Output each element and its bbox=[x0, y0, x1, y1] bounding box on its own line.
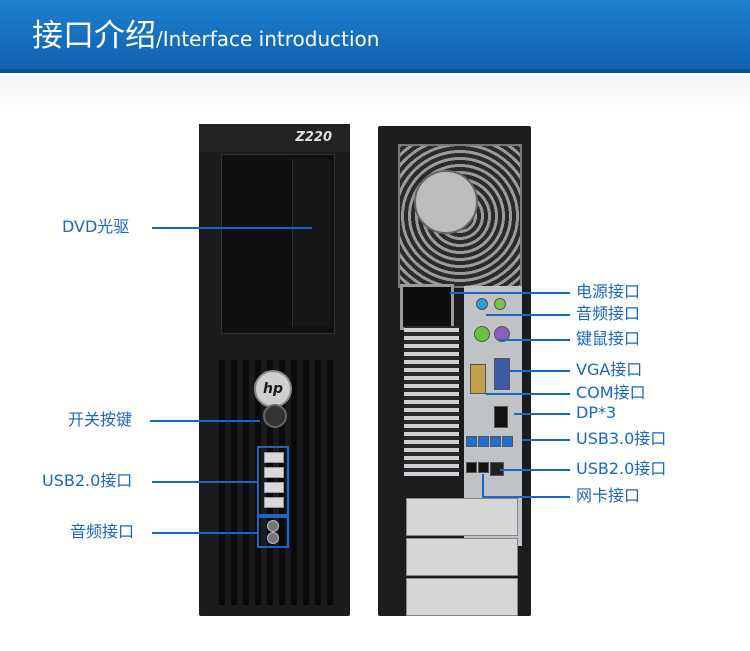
page-title-en: Interface introduction bbox=[162, 27, 380, 51]
callout-power-supply: 电源接口 bbox=[576, 282, 641, 301]
audio-jack bbox=[267, 532, 279, 544]
callout-vga: VGA接口 bbox=[576, 360, 643, 379]
vga-port bbox=[494, 358, 510, 390]
callout-line-usb2 bbox=[500, 469, 570, 471]
front-top-panel bbox=[199, 124, 350, 152]
callout-front-usb: USB2.0接口 bbox=[42, 471, 133, 490]
callout-line-keyboard-mouse bbox=[498, 339, 570, 341]
background-texture bbox=[0, 76, 750, 116]
callout-rear-audio: 音频接口 bbox=[576, 304, 641, 323]
z220-logo: Z220 bbox=[295, 130, 332, 145]
callout-line-power-supply bbox=[450, 292, 570, 294]
callout-com: COM接口 bbox=[576, 383, 646, 402]
front-usb-ports bbox=[257, 446, 289, 516]
front-audio-ports bbox=[257, 516, 289, 548]
callout-power: 开关按键 bbox=[68, 410, 133, 429]
dp-port bbox=[494, 406, 508, 428]
callout-usb3: USB3.0接口 bbox=[576, 429, 667, 448]
power-socket bbox=[400, 284, 454, 330]
header-stripe bbox=[0, 69, 750, 73]
com-port bbox=[470, 364, 486, 394]
usb-port bbox=[264, 452, 284, 463]
usb3-port bbox=[466, 436, 477, 447]
power-button bbox=[263, 404, 287, 428]
ps2-keyboard-port bbox=[494, 326, 510, 342]
page-title-cn: 接口介绍 bbox=[32, 18, 156, 54]
callout-dp: DP*3 bbox=[576, 403, 617, 422]
expansion-slot bbox=[406, 498, 518, 536]
usb2-port bbox=[478, 462, 489, 473]
callout-line-power bbox=[150, 420, 260, 422]
title-slash: / bbox=[156, 27, 163, 51]
psu-fan bbox=[414, 170, 478, 234]
usb3-port bbox=[478, 436, 489, 447]
audio-port bbox=[494, 298, 506, 310]
audio-port bbox=[476, 298, 488, 310]
callout-line-usb3 bbox=[522, 439, 570, 441]
dvd-drive bbox=[292, 159, 331, 327]
callout-front-audio: 音频接口 bbox=[70, 522, 135, 541]
page-title: 接口介绍/Interface introduction bbox=[32, 16, 379, 59]
callout-line-com bbox=[486, 393, 570, 395]
usb-port bbox=[264, 467, 284, 478]
callout-dvd: DVD光驱 bbox=[62, 217, 130, 236]
header-banner: 接口介绍/Interface introduction bbox=[0, 0, 750, 73]
callout-line-network bbox=[482, 496, 570, 498]
expansion-slot bbox=[406, 538, 518, 576]
ps2-mouse-port bbox=[474, 326, 490, 342]
drive-bay bbox=[221, 154, 335, 334]
usb-port bbox=[264, 482, 284, 493]
rear-vent bbox=[404, 326, 459, 476]
callout-line-dvd bbox=[152, 227, 312, 229]
usb3-port bbox=[490, 436, 501, 447]
usb3-port bbox=[502, 436, 513, 447]
callout-usb2: USB2.0接口 bbox=[576, 459, 667, 478]
usb-port bbox=[264, 497, 284, 508]
hp-logo: hp bbox=[254, 370, 292, 408]
usb2-port bbox=[466, 462, 477, 473]
front-tower-image: Z220 hp bbox=[199, 124, 350, 616]
callout-network: 网卡接口 bbox=[576, 486, 641, 505]
callout-vline-network bbox=[482, 474, 484, 496]
expansion-slot bbox=[406, 578, 518, 616]
callout-line-front-usb bbox=[152, 481, 257, 483]
callout-line-dp bbox=[514, 413, 570, 415]
callout-line-rear-audio bbox=[486, 314, 570, 316]
rear-tower-image bbox=[378, 126, 531, 616]
callout-keyboard-mouse: 键鼠接口 bbox=[576, 329, 641, 348]
audio-jack bbox=[267, 520, 279, 532]
callout-line-vga bbox=[510, 370, 570, 372]
callout-line-front-audio bbox=[152, 532, 257, 534]
